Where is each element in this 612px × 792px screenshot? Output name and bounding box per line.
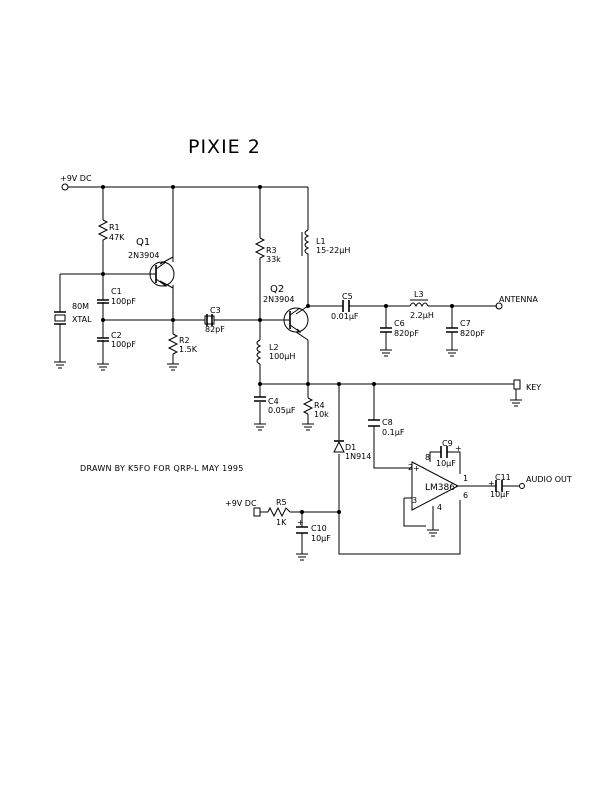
transistor-q1: Q1 2N3904 <box>128 237 175 287</box>
transistor-q2: Q2 2N3904 <box>263 284 309 333</box>
svg-text:C6: C6 <box>394 319 405 328</box>
svg-text:100pF: 100pF <box>111 297 136 306</box>
svg-text:C9: C9 <box>442 439 453 448</box>
inductor-l3: L3 2.2µH <box>409 290 434 320</box>
svg-text:R5: R5 <box>276 498 287 507</box>
svg-text:+9V DC: +9V DC <box>225 499 257 508</box>
svg-text:0.05µF: 0.05µF <box>268 406 296 415</box>
svg-text:Q1: Q1 <box>136 237 150 248</box>
svg-text:Q2: Q2 <box>270 284 284 295</box>
svg-text:AUDIO OUT: AUDIO OUT <box>526 475 572 484</box>
svg-text:10µF: 10µF <box>436 459 456 468</box>
svg-text:LM386: LM386 <box>425 483 455 493</box>
capacitor-c1: C1 100pF <box>97 287 136 306</box>
svg-text:3: 3 <box>412 496 417 505</box>
diode-d1: D1 1N914 <box>333 440 371 461</box>
svg-text:C7: C7 <box>460 319 471 328</box>
svg-text:+: + <box>413 464 420 473</box>
resistor-r4: R4 10k <box>302 397 329 419</box>
svg-text:L1: L1 <box>316 237 326 246</box>
svg-text:C5: C5 <box>342 292 353 301</box>
capacitor-c9: C9 10µF + <box>436 439 462 468</box>
svg-text:C4: C4 <box>268 397 279 406</box>
svg-text:100µH: 100µH <box>269 352 295 361</box>
svg-text:XTAL: XTAL <box>72 315 92 324</box>
svg-text:82pF: 82pF <box>205 325 225 334</box>
svg-text:C11: C11 <box>495 473 511 482</box>
svg-text:10µF: 10µF <box>311 534 331 543</box>
svg-text:15-22µH: 15-22µH <box>316 246 350 255</box>
svg-text:8: 8 <box>425 453 430 462</box>
svg-text:ANTENNA: ANTENNA <box>499 295 538 304</box>
antenna-terminal: ANTENNA <box>495 295 538 310</box>
svg-text:2N3904: 2N3904 <box>128 251 159 260</box>
key-terminal: KEY <box>513 379 541 400</box>
wiring <box>59 183 520 555</box>
svg-text:47K: 47K <box>109 233 125 242</box>
capacitor-c6: C6 820pF <box>380 319 419 338</box>
svg-text:80M: 80M <box>72 302 89 311</box>
schematic-title: PIXIE 2 <box>188 136 261 158</box>
svg-text:33k: 33k <box>266 255 281 264</box>
svg-text:0.1µF: 0.1µF <box>382 428 405 437</box>
drawing-credit: DRAWN BY K5FO FOR QRP-L MAY 1995 <box>80 464 244 473</box>
inductor-l1: L1 15-22µH <box>301 229 350 258</box>
svg-text:10k: 10k <box>314 410 329 419</box>
capacitor-c10: + C10 10µF <box>296 518 331 543</box>
ground-symbols <box>54 349 522 561</box>
capacitor-c11: C11 10µF + <box>488 473 511 499</box>
svg-text:0.01µF: 0.01µF <box>331 312 359 321</box>
svg-text:2: 2 <box>408 463 413 472</box>
junction-dots <box>101 185 454 514</box>
capacitor-c7: C7 820pF <box>446 319 485 338</box>
svg-text:10µF: 10µF <box>490 490 510 499</box>
svg-text:+9V DC: +9V DC <box>60 174 92 183</box>
svg-text:C1: C1 <box>111 287 122 296</box>
svg-text:+: + <box>455 444 462 453</box>
svg-text:6: 6 <box>463 491 468 500</box>
op-amp-lm386: LM386 8 + 2 3 4 6 1 <box>408 453 468 512</box>
svg-text:100pF: 100pF <box>111 340 136 349</box>
supply-label-top: +9V DC <box>60 174 92 183</box>
svg-text:+: + <box>488 479 495 488</box>
svg-text:KEY: KEY <box>526 383 541 392</box>
svg-text:C10: C10 <box>311 524 327 533</box>
svg-text:820pF: 820pF <box>460 329 485 338</box>
capacitor-c4: C4 0.05µF <box>254 396 296 415</box>
resistor-r5: R5 1K <box>267 498 291 527</box>
capacitor-c5: C5 0.01µF <box>331 292 359 321</box>
svg-text:4: 4 <box>437 503 442 512</box>
capacitor-c8: C8 0.1µF <box>368 418 405 437</box>
capacitor-c2: C2 100pF <box>97 331 136 349</box>
crystal-x1: 80M XTAL <box>54 302 92 325</box>
resistor-r2: R2 1.5K <box>167 333 198 355</box>
svg-text:D1: D1 <box>345 443 356 452</box>
svg-text:L3: L3 <box>414 290 424 299</box>
svg-text:+: + <box>297 518 304 527</box>
svg-text:R1: R1 <box>109 223 120 232</box>
svg-text:R3: R3 <box>266 246 277 255</box>
inductor-l2: L2 100µH <box>256 339 295 365</box>
svg-text:1.5K: 1.5K <box>179 345 198 354</box>
svg-text:C2: C2 <box>111 331 122 340</box>
svg-text:L2: L2 <box>269 343 279 352</box>
svg-text:2N3904: 2N3904 <box>263 295 294 304</box>
svg-text:C8: C8 <box>382 418 393 427</box>
resistor-r3: R3 33k <box>254 237 281 264</box>
supply-terminal <box>61 183 69 191</box>
svg-text:C3: C3 <box>210 306 221 315</box>
svg-text:R4: R4 <box>314 401 325 410</box>
resistor-r1: R1 47K <box>97 219 125 242</box>
capacitor-c3: C3 82pF <box>204 306 225 334</box>
svg-text:R2: R2 <box>179 336 190 345</box>
supply-terminal-audio: +9V DC <box>225 499 261 517</box>
svg-text:1K: 1K <box>276 518 287 527</box>
svg-text:1N914: 1N914 <box>345 452 371 461</box>
svg-text:1: 1 <box>463 474 468 483</box>
audio-out-terminal: AUDIO OUT <box>519 475 572 489</box>
svg-text:820pF: 820pF <box>394 329 419 338</box>
svg-text:2.2µH: 2.2µH <box>410 311 434 320</box>
